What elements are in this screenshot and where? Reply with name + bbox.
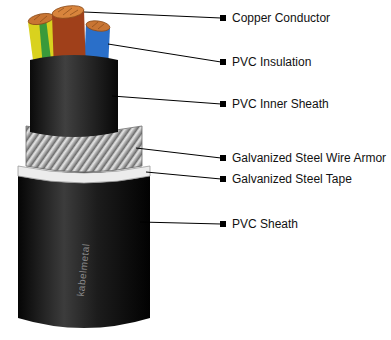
part-label: Galvanized Steel Tape (232, 172, 352, 186)
part-label: PVC Inner Sheath (232, 97, 329, 111)
copper-strands (27, 11, 55, 26)
leader-markers (220, 15, 226, 227)
leader-lines (84, 12, 221, 224)
copper-strands (51, 4, 84, 20)
part-label: Copper Conductor (232, 11, 330, 25)
outer-sheath (18, 172, 150, 328)
strand-lines (34, 8, 104, 29)
copper-strands (85, 19, 110, 32)
inner-sheath (30, 55, 118, 137)
part-label: PVC Sheath (232, 217, 298, 231)
part-label: Galvanized Steel Wire Armor (232, 151, 386, 165)
part-label: PVC Insulation (232, 55, 311, 69)
